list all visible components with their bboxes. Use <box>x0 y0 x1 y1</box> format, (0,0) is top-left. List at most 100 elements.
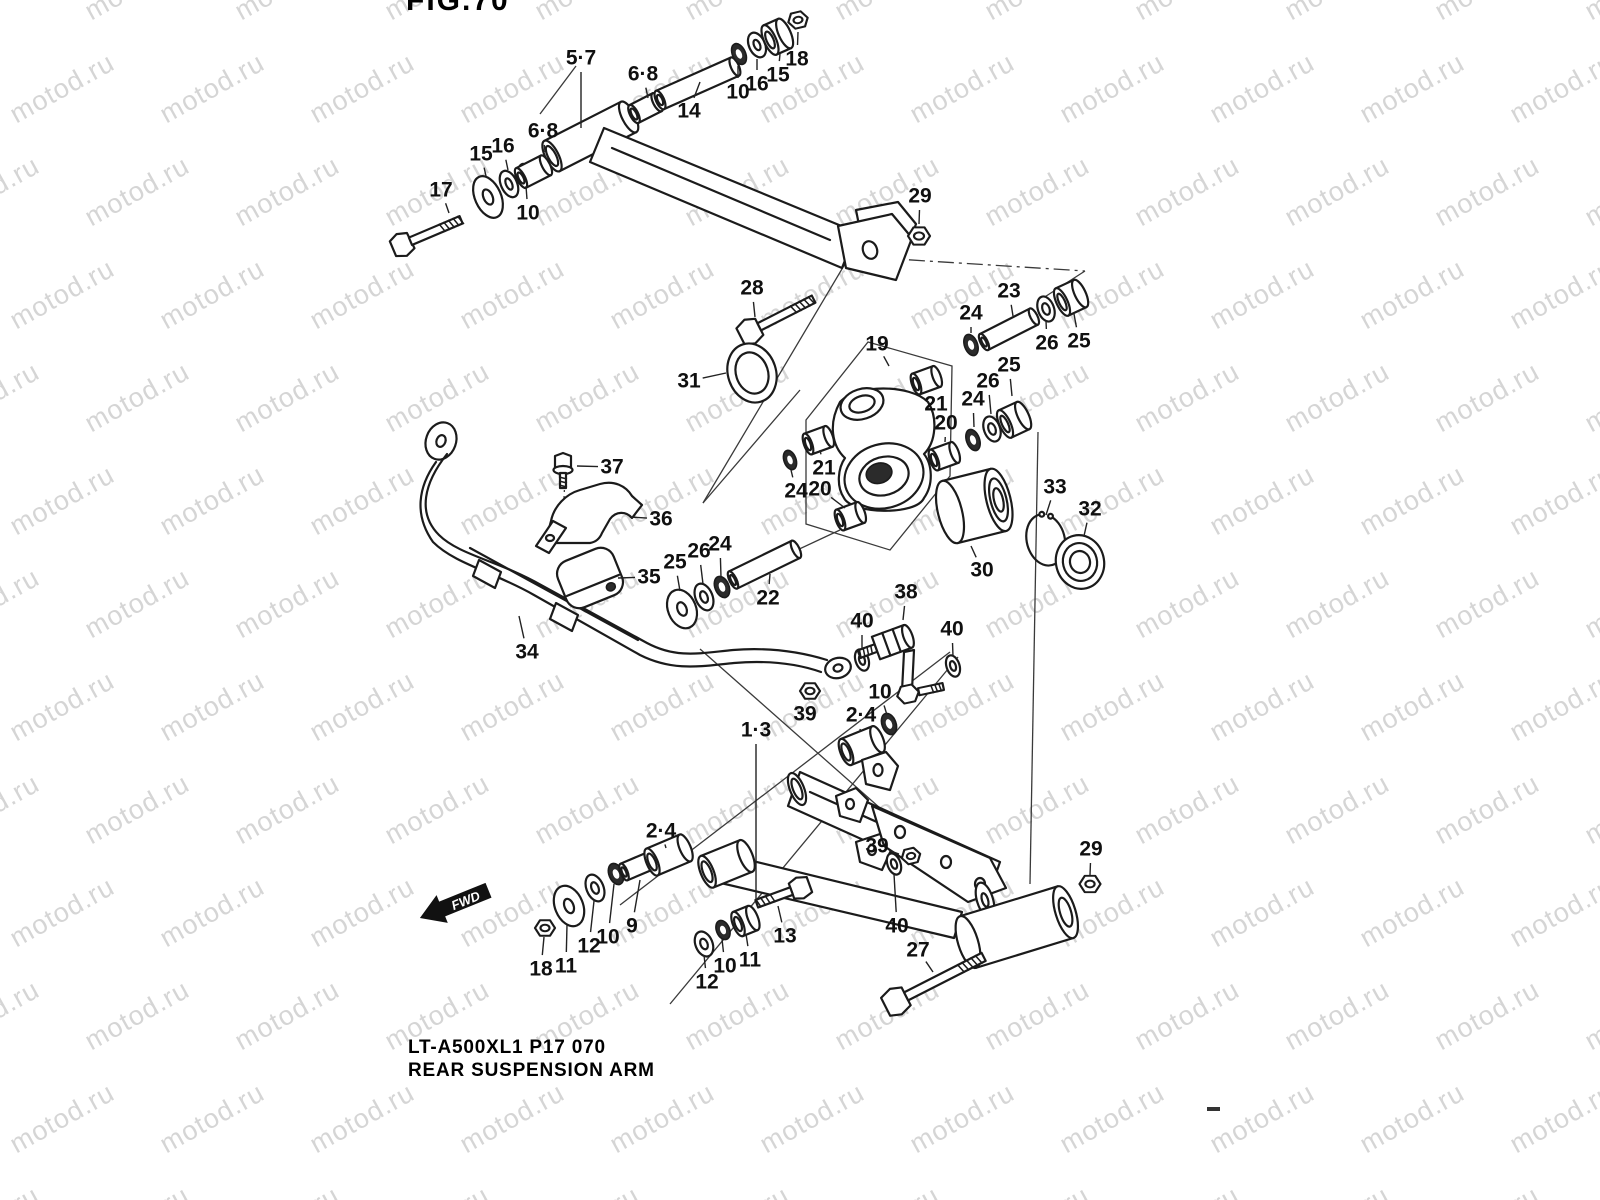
leader-line <box>830 496 846 509</box>
bushing-2-4 <box>837 725 886 767</box>
part-label: 16 <box>491 135 514 158</box>
leader-line <box>633 879 641 913</box>
bar-clamp <box>548 601 580 633</box>
middle-washer-row <box>665 539 803 630</box>
part-label: 35 <box>637 566 661 589</box>
part-label: 32 <box>1078 498 1101 521</box>
part-label: 25 <box>997 354 1021 377</box>
figure-number: FIG.70 <box>406 0 510 17</box>
leader-line <box>1009 378 1013 397</box>
part-label: 21 <box>812 457 836 480</box>
part-label: 27 <box>906 939 929 962</box>
part-label: 40 <box>940 618 963 641</box>
nut-29 <box>1078 874 1102 894</box>
drawing-title: REAR SUSPENSION ARM <box>408 1060 655 1081</box>
part-label: 19 <box>865 333 888 356</box>
part-label: 28 <box>740 277 764 300</box>
leader-line <box>444 202 450 214</box>
part-label: 39 <box>865 835 888 858</box>
seal-24 <box>965 428 981 452</box>
leader-line <box>768 573 771 585</box>
part-label: 40 <box>885 915 908 938</box>
part-labels: 5·76·814101615186·8161517102928311923242… <box>429 47 1102 994</box>
leader-line <box>778 53 781 62</box>
circlip-33 <box>1025 510 1067 567</box>
part-label: 24 <box>959 302 983 325</box>
part-label: 14 <box>677 100 701 123</box>
part-label: 30 <box>970 559 993 582</box>
leader-line <box>719 557 722 578</box>
leader-line <box>819 449 822 455</box>
nut-39 <box>900 846 922 866</box>
part-label: 37 <box>600 456 623 479</box>
nut-39 <box>798 682 822 700</box>
drawing-footer: LT-A500XL1 P17 070 REAR SUSPENSION ARM <box>408 1036 655 1082</box>
bushing-35 <box>555 546 625 610</box>
seal-10 <box>715 919 731 941</box>
washer-25 <box>665 588 699 630</box>
leader-line <box>1010 304 1014 317</box>
part-label: 25 <box>663 551 687 574</box>
leader-lines <box>444 31 1092 973</box>
washer-40 <box>944 654 962 678</box>
leader-line <box>693 81 701 99</box>
upper-pivot-fasteners-right <box>627 10 809 125</box>
leader-line <box>777 905 783 923</box>
leader-line <box>676 575 681 592</box>
seal-24 <box>963 333 979 357</box>
leader-line <box>645 87 649 99</box>
link-bolt-38 <box>856 623 915 661</box>
part-label: 33 <box>1043 476 1066 499</box>
part-label: 10 <box>596 926 619 949</box>
part-label: 11 <box>555 955 578 978</box>
part-label: 23 <box>997 280 1020 303</box>
link-nut <box>896 681 946 705</box>
part-label: 10 <box>713 955 736 978</box>
part-label: 5·7 <box>566 47 596 70</box>
part-label: 26 <box>976 370 999 393</box>
seal-24 <box>782 449 798 471</box>
part-label: 10 <box>726 81 749 104</box>
lower-suspension-arm <box>697 750 1080 970</box>
bolt-28 <box>735 294 817 346</box>
pivot-pin-22 <box>726 539 803 590</box>
nut-18 <box>533 919 557 937</box>
leader-line <box>565 924 568 953</box>
seal-ring-25 <box>1052 278 1090 317</box>
front-pivot-tube <box>697 838 756 889</box>
part-label: 34 <box>515 641 539 664</box>
leader-line <box>1083 522 1088 537</box>
leader-line <box>918 209 921 225</box>
part-label: 26 <box>687 540 710 563</box>
part-label: 12 <box>577 935 600 958</box>
bushing-20 <box>927 440 962 472</box>
hub-assembly-19 <box>782 341 962 551</box>
leader-line <box>928 389 931 392</box>
part-label: 1·3 <box>741 719 771 742</box>
leader-line <box>752 301 756 318</box>
leader-line <box>721 938 725 953</box>
pivot-pin-23 <box>977 307 1041 352</box>
leader-line <box>745 933 749 947</box>
seal-10 <box>880 712 898 736</box>
part-label: 36 <box>649 508 672 531</box>
stabilizer-link-group <box>798 623 962 705</box>
leader-line <box>541 936 545 956</box>
leader-line <box>576 465 599 468</box>
cap-washer-15 <box>760 17 795 56</box>
lower-fastener-row-left <box>533 833 694 937</box>
part-label: 11 <box>739 949 762 972</box>
part-label: 29 <box>908 185 931 208</box>
part-label: 26 <box>1035 332 1058 355</box>
page-artifact-dash <box>1207 1107 1220 1111</box>
part-label: 6·8 <box>528 120 559 143</box>
part-label: 15 <box>469 143 493 166</box>
leader-line <box>790 469 794 478</box>
seal-10 <box>730 42 748 66</box>
leader-line <box>883 355 890 367</box>
part-label: 25 <box>1067 330 1091 353</box>
leader-line <box>1045 500 1052 516</box>
leader-line <box>988 394 992 415</box>
leader-line <box>518 615 525 639</box>
leader-line <box>617 576 636 579</box>
